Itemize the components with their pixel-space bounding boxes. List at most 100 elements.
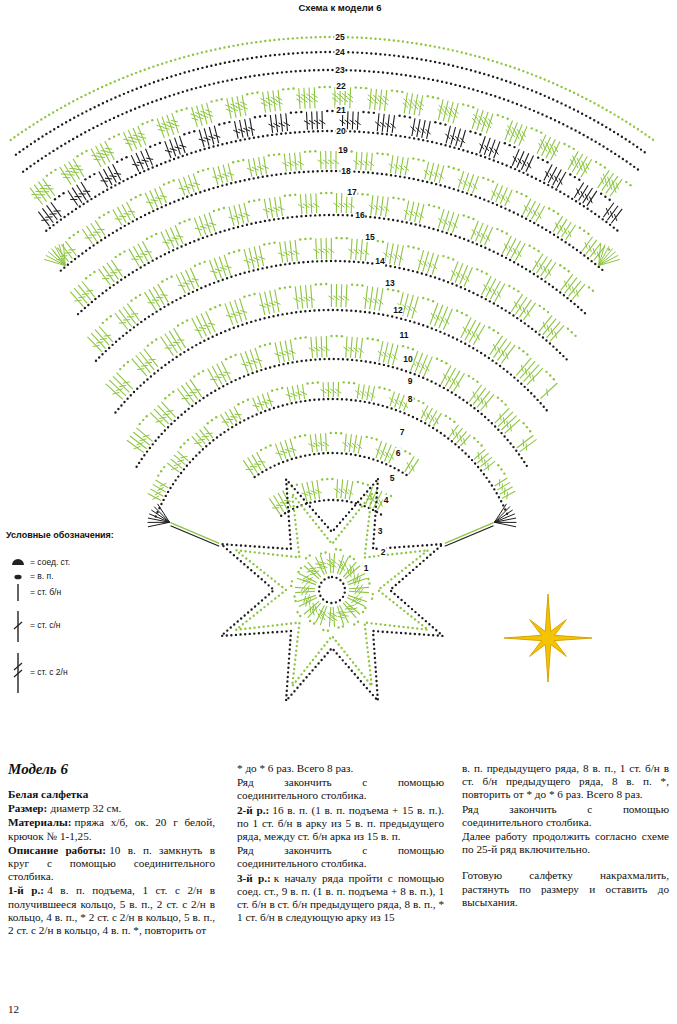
stitch-bar [564,281,566,288]
stitch-bar [276,101,282,104]
stitch-bar [522,131,526,137]
stitch-post [524,365,540,382]
stitch-bar [373,99,379,104]
stitch-post [381,196,384,216]
stitch-bar [526,443,527,450]
stitch-post [82,282,95,298]
stitch-bar [177,339,184,340]
stitch-bar [367,99,373,103]
row-number: 3 [377,526,384,536]
stitch-post [412,118,415,136]
stitch-post [73,159,84,177]
stitch-bar [225,105,232,108]
chart-round [87,237,576,352]
stitch-bar [460,435,462,442]
chain-stitch [155,233,157,235]
chain-stitch [146,238,148,240]
stitch-post [443,211,449,230]
stitch-post [356,239,358,260]
chain-stitch [331,110,333,112]
stitch-bar [378,299,383,304]
stitch-post [91,223,101,238]
stitch-bar [555,222,558,229]
chain-stitch [537,250,539,252]
stitch-post [542,137,551,156]
stitch-bar [576,290,578,297]
stitch-post [129,249,139,266]
stitch-post [253,398,259,412]
stitch-post [127,202,135,218]
stitch-bar [102,154,109,156]
chain-stitch [170,276,172,278]
stitch-bar [450,135,455,140]
stitch-bar [374,205,379,210]
stitch-post [105,141,114,160]
chain-stitch [335,432,337,434]
stitch-bar [160,294,167,296]
stitch-post [547,322,561,338]
chain-stitch [202,169,204,171]
chain-stitch [294,194,296,196]
stitch-bar [139,137,146,138]
stitch-bar [75,300,82,302]
stitch-post [240,298,247,320]
stitch-bar [236,312,243,314]
stitch-post [136,355,151,373]
stitch-bar [432,264,437,270]
stitch-bar [507,421,508,428]
chain-stitch [116,161,118,163]
chain-stitch [508,144,510,146]
stitch-post [326,336,328,357]
stitch-bar [137,368,144,370]
stitch-post [532,254,543,271]
body-text: Ряд закончить с помощью соединительного … [462,803,669,828]
stitch-bar [513,248,516,254]
stitch-post [481,394,494,410]
stitch-post [367,385,370,400]
chart-round [281,500,383,516]
stitch-post [242,95,246,116]
chain-stitch [387,153,389,155]
chain-stitch [237,403,239,405]
stitch-post [453,103,458,123]
stitch-post [295,286,298,309]
chain-stitch [412,348,414,350]
stitch-bar [258,461,265,463]
stitch-post [349,587,369,588]
stitch-bar [524,205,528,211]
stitch-post [262,394,267,408]
stitch-bar [352,443,357,448]
stitch-bar [302,579,308,583]
chain-stitch [461,312,463,314]
chain-stitch [366,337,368,339]
stitch-bar [93,159,100,161]
chain-stitch [330,192,332,194]
paragraph: * до * 6 раз. Всего 8 раз. [237,762,444,775]
chain-stitch [367,484,369,486]
stitch-post [259,246,263,267]
stitch-post [193,174,199,191]
chain-stitch [114,256,116,258]
chain-stitch [520,193,522,195]
stitch-post [270,115,272,133]
stitch-post [382,114,384,132]
stitch-bar [145,362,152,364]
chain-stitch [600,193,602,195]
chain-stitch [592,290,594,292]
chain-stitch [402,198,404,200]
stitch-post [438,209,444,228]
chain-stitch [397,290,399,292]
stitch-bar [64,252,71,254]
stitch-bar [593,248,595,255]
stitch-post [539,315,552,331]
chain-stitch [569,173,571,175]
stitch-bar [456,272,460,278]
chain-stitch [304,336,306,338]
stitch-bar [357,444,362,449]
stitch-post [64,164,75,182]
stitch-bar [411,126,416,131]
shell-stitch [158,504,170,522]
stitch-post [485,227,493,245]
stitch-bar [100,339,107,340]
shell-stitch [148,522,170,526]
